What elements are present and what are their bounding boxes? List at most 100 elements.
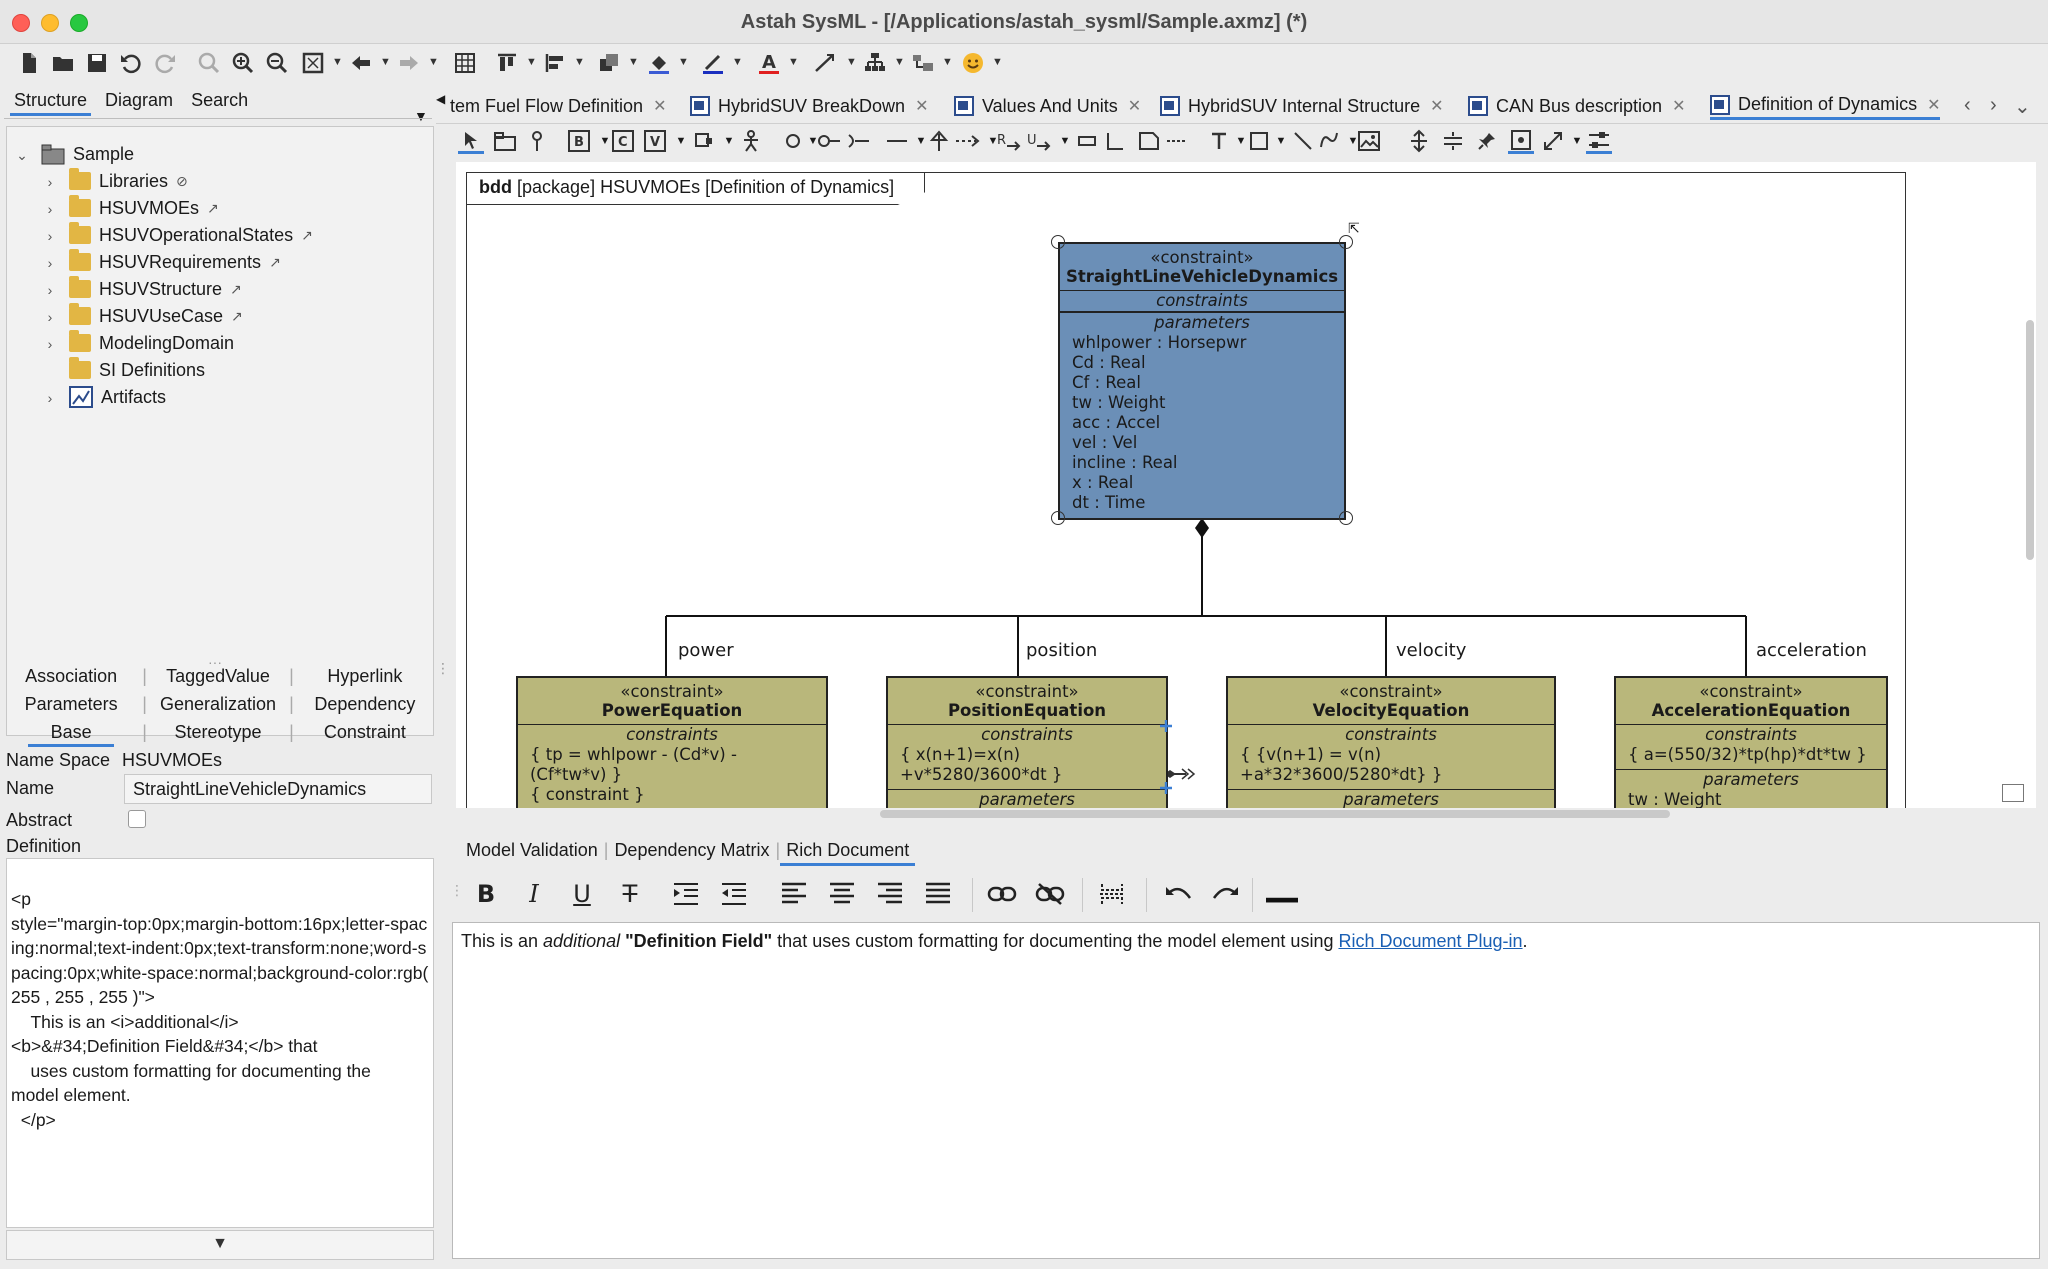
image-tool-icon[interactable] — [1356, 128, 1382, 154]
tab-internal-structure[interactable]: HybridSUV Internal Structure✕ — [1160, 92, 1444, 120]
constraint-block-velocity[interactable]: «constraint» VelocityEquation constraint… — [1226, 676, 1556, 808]
note-tool-icon[interactable] — [1136, 128, 1162, 154]
align-top-icon[interactable] — [494, 50, 520, 76]
tab-search[interactable]: Search — [191, 90, 249, 110]
close-icon[interactable]: ✕ — [1672, 98, 1686, 115]
chevron-right-icon[interactable]: › — [47, 282, 53, 298]
constraint-block-main[interactable]: «constraint» StraightLineVehicleDynamics… — [1058, 242, 1346, 520]
tree-item[interactable]: › Artifacts — [43, 384, 166, 410]
bold-icon[interactable]: B — [476, 880, 496, 908]
connector-tool-icon[interactable] — [1102, 128, 1128, 154]
tab-structure[interactable]: Structure — [10, 88, 92, 116]
undo-icon[interactable] — [1162, 878, 1194, 910]
chevron-down-icon[interactable]: ▼ — [846, 56, 857, 68]
chevron-down-icon[interactable]: ▼ — [894, 56, 905, 68]
chevron-right-icon[interactable]: › — [47, 228, 53, 244]
expand-icon[interactable] — [1540, 128, 1566, 154]
tab-stereotype[interactable]: Stereotype — [174, 722, 262, 742]
snap-icon[interactable] — [1508, 128, 1534, 154]
curve-tool-icon[interactable] — [1316, 128, 1342, 154]
align-justify-icon[interactable] — [922, 878, 954, 910]
definition-textarea[interactable]: <p style="margin-top:0px;margin-bottom:1… — [6, 858, 434, 1228]
chevron-down-icon[interactable]: ▼ — [732, 56, 743, 68]
close-icon[interactable]: ✕ — [653, 98, 667, 115]
chevron-down-icon[interactable]: ▼ — [723, 135, 735, 147]
zoom-fit-icon[interactable] — [196, 50, 222, 76]
open-external-icon[interactable]: ⇱ — [1348, 220, 1360, 236]
page-break-icon[interactable] — [1096, 878, 1128, 910]
align-left-icon[interactable] — [778, 878, 810, 910]
pin-tool-icon[interactable] — [524, 128, 550, 154]
properties-icon[interactable] — [1586, 128, 1612, 154]
chevron-left-icon[interactable]: ‹ — [1964, 94, 1971, 116]
chevron-down-icon[interactable]: ⌄ — [2014, 96, 2031, 118]
chevron-down-icon[interactable]: ▼ — [942, 56, 953, 68]
pin-icon[interactable] — [1474, 128, 1500, 154]
tab-taggedvalue[interactable]: TaggedValue — [166, 666, 270, 686]
constraint-block-power[interactable]: «constraint» PowerEquation constraints {… — [516, 676, 828, 808]
chevron-down-icon[interactable]: ▼ — [628, 56, 639, 68]
horizontal-space-icon[interactable] — [1440, 128, 1466, 154]
link-icon[interactable] — [986, 878, 1018, 910]
redo-icon[interactable] — [152, 50, 178, 76]
tree-item-root[interactable]: ⌄ Sample — [15, 141, 134, 167]
scroll-left-icon[interactable]: ◀ — [436, 92, 446, 106]
chevron-down-icon[interactable]: ▼ — [526, 56, 537, 68]
expand-down-icon[interactable]: ▼ — [6, 1230, 434, 1260]
tree-item[interactable]: › HSUVRequirements↗ — [43, 249, 281, 275]
tab-hyperlink[interactable]: Hyperlink — [327, 666, 403, 686]
tab-rich-document[interactable]: Rich Document — [780, 838, 916, 866]
tab-definition-of-dynamics[interactable]: Definition of Dynamics✕ — [1710, 92, 1941, 120]
line-style-icon[interactable] — [812, 50, 838, 76]
window-close-button[interactable] — [12, 14, 30, 32]
abstract-checkbox[interactable] — [128, 810, 146, 828]
chevron-down-icon[interactable]: ▼ — [332, 56, 343, 68]
italic-icon[interactable]: I — [529, 880, 539, 908]
arrange-icon[interactable] — [596, 50, 622, 76]
align-right-icon[interactable] — [874, 878, 906, 910]
tab-association[interactable]: Association — [25, 666, 118, 686]
actor-tool-icon[interactable] — [738, 128, 764, 154]
text-tool-icon[interactable] — [1206, 128, 1232, 154]
required-interface-icon[interactable] — [846, 128, 872, 154]
open-folder-icon[interactable] — [50, 50, 76, 76]
provided-interface-icon[interactable] — [816, 128, 842, 154]
overview-icon[interactable] — [2002, 784, 2024, 802]
constraint-block-position[interactable]: «constraint» PositionEquation constraint… — [886, 676, 1168, 808]
tree-item[interactable]: › HSUVStructure↗ — [43, 276, 242, 302]
tree-item[interactable]: SI Definitions — [43, 357, 205, 383]
chevron-down-icon[interactable]: ▼ — [807, 135, 819, 147]
diagram-canvas[interactable]: bdd [package] HSUVMOEs [Definition of Dy… — [456, 162, 2036, 808]
horizontal-scrollbar[interactable] — [880, 810, 1670, 818]
rectangle-tool-icon[interactable] — [1246, 128, 1272, 154]
fit-window-icon[interactable] — [300, 50, 326, 76]
tab-fuel-flow[interactable]: tem Fuel Flow Definition✕ — [450, 92, 666, 120]
back-arrow-icon[interactable] — [348, 50, 374, 76]
resize-handle[interactable] — [1051, 235, 1065, 249]
tab-base[interactable]: Base — [0, 722, 142, 747]
resize-handle[interactable] — [1339, 511, 1353, 525]
chevron-right-icon[interactable]: › — [47, 201, 53, 217]
tree-item[interactable]: › Libraries⊘ — [43, 168, 188, 194]
resize-handle[interactable] — [1339, 235, 1353, 249]
dependency-tool-icon[interactable] — [954, 128, 980, 154]
chevron-down-icon[interactable]: ⌄ — [16, 147, 28, 163]
outdent-icon[interactable] — [718, 878, 750, 910]
window-minimize-button[interactable] — [41, 14, 59, 32]
chevron-right-icon[interactable]: › — [47, 390, 53, 406]
block-tool-icon[interactable]: B — [566, 128, 592, 154]
tab-parameters[interactable]: Parameters — [24, 694, 118, 714]
tab-constraint[interactable]: Constraint — [323, 722, 406, 742]
chevron-down-icon[interactable]: ▼ — [675, 135, 687, 147]
value-type-tool-icon[interactable]: V — [642, 128, 668, 154]
tab-dependency[interactable]: Dependency — [314, 694, 416, 714]
chevron-down-icon[interactable]: ▼ — [428, 56, 439, 68]
underline-icon[interactable]: U — [573, 880, 591, 908]
chevron-down-icon[interactable]: ▼ — [1571, 135, 1583, 147]
line-tool-icon[interactable] — [1290, 128, 1316, 154]
chevron-down-icon[interactable]: ▼ — [992, 56, 1003, 68]
tab-model-validation[interactable]: Model Validation — [466, 840, 598, 860]
zoom-out-icon[interactable] — [264, 50, 290, 76]
close-icon[interactable]: ✕ — [1927, 96, 1941, 114]
port-tool-icon[interactable] — [690, 128, 716, 154]
